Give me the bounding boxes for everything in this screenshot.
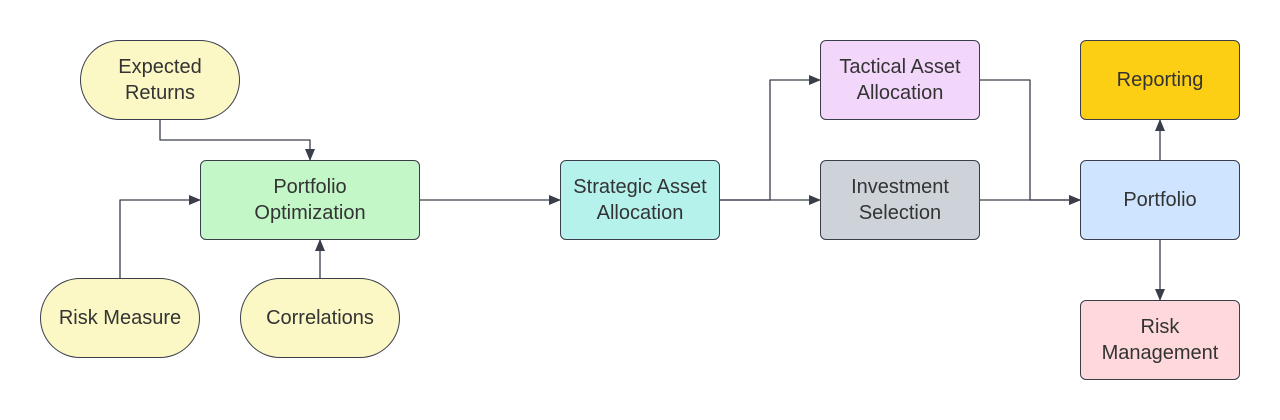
reporting-label: Reporting (1116, 69, 1204, 91)
tactical-asset-allocation-node: Tactical Asset Allocation (820, 40, 980, 120)
portfolio-node: Portfolio (1080, 160, 1240, 240)
risk-measure-label: Risk Measure (58, 307, 182, 329)
risk-management-label: Risk Management (1101, 316, 1219, 364)
risk-measure-node: Risk Measure (40, 278, 200, 358)
correlations-node: Correlations (240, 278, 400, 358)
investment-selection-node: Investment Selection (820, 160, 980, 240)
edge-expected-returns-to-portfolio-optimization (159, 120, 315, 161)
portfolio-optimization-label: Portfolio Optimization (254, 176, 366, 224)
expected-returns-label: Expected Returns (118, 56, 202, 104)
strategic-asset-allocation-node: Strategic Asset Allocation (560, 160, 720, 240)
correlations-label: Correlations (266, 307, 374, 329)
investment-selection-label: Investment Selection (851, 176, 949, 224)
strategic-asset-allocation-label: Strategic Asset Allocation (573, 176, 707, 224)
tactical-asset-allocation-label: Tactical Asset Allocation (839, 56, 961, 104)
edge-risk-measure-to-portfolio-optimization (119, 195, 201, 278)
expected-returns-node: Expected Returns (80, 40, 240, 120)
reporting-node: Reporting (1080, 40, 1240, 120)
risk-management-node: Risk Management (1080, 300, 1240, 380)
edge-strategic-asset-allocation-to-tactical-asset-allocation (720, 75, 821, 201)
edge-tactical-asset-allocation-to-portfolio (980, 79, 1081, 205)
portfolio-optimization-node: Portfolio Optimization (200, 160, 420, 240)
portfolio-label: Portfolio (1123, 189, 1197, 211)
